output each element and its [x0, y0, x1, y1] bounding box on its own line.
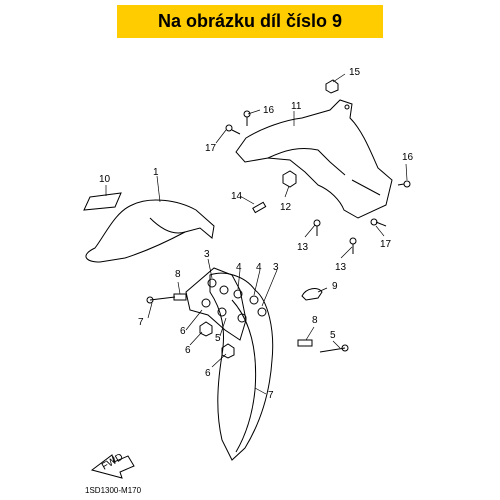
diagram-code: 1SD1300-M170: [85, 486, 142, 495]
part-label: 6: [185, 345, 191, 356]
part-label: 8: [312, 315, 318, 326]
part-label: 13: [297, 242, 309, 253]
part-label: 5: [330, 330, 336, 341]
part-label: 10: [99, 174, 111, 185]
part-label: 7: [268, 390, 274, 401]
rear-fender: [235, 99, 393, 219]
part-label: 4: [236, 262, 242, 273]
part-label: 12: [280, 202, 292, 213]
part-label: 7: [138, 317, 144, 328]
front-fender: [85, 199, 215, 263]
part-label: 8: [175, 269, 181, 280]
part-label: 16: [402, 152, 414, 163]
part-label: 11: [291, 101, 302, 112]
part-label: 3: [204, 249, 210, 260]
mudguard: [209, 272, 274, 461]
part-label: 15: [349, 67, 361, 78]
fwd-arrow: [90, 454, 135, 479]
part-label: 16: [263, 105, 275, 116]
part-label: 6: [180, 326, 186, 337]
banner-title: Na obrázku díl číslo 9: [157, 11, 343, 31]
part-label: 17: [205, 143, 217, 154]
part-label: 5: [215, 333, 221, 344]
part-label: 9: [332, 281, 338, 292]
part-label: 4: [256, 262, 262, 273]
part-label: 17: [380, 239, 392, 250]
banner: Na obrázku díl číslo 9: [117, 5, 383, 38]
part-label: 6: [205, 368, 211, 379]
part-label: 3: [273, 262, 279, 273]
part-label: 13: [335, 262, 347, 273]
part-label: 14: [231, 191, 243, 202]
sticker: [83, 192, 122, 211]
part-label: 1: [153, 167, 159, 178]
fwd-label: FWD: [100, 452, 125, 473]
